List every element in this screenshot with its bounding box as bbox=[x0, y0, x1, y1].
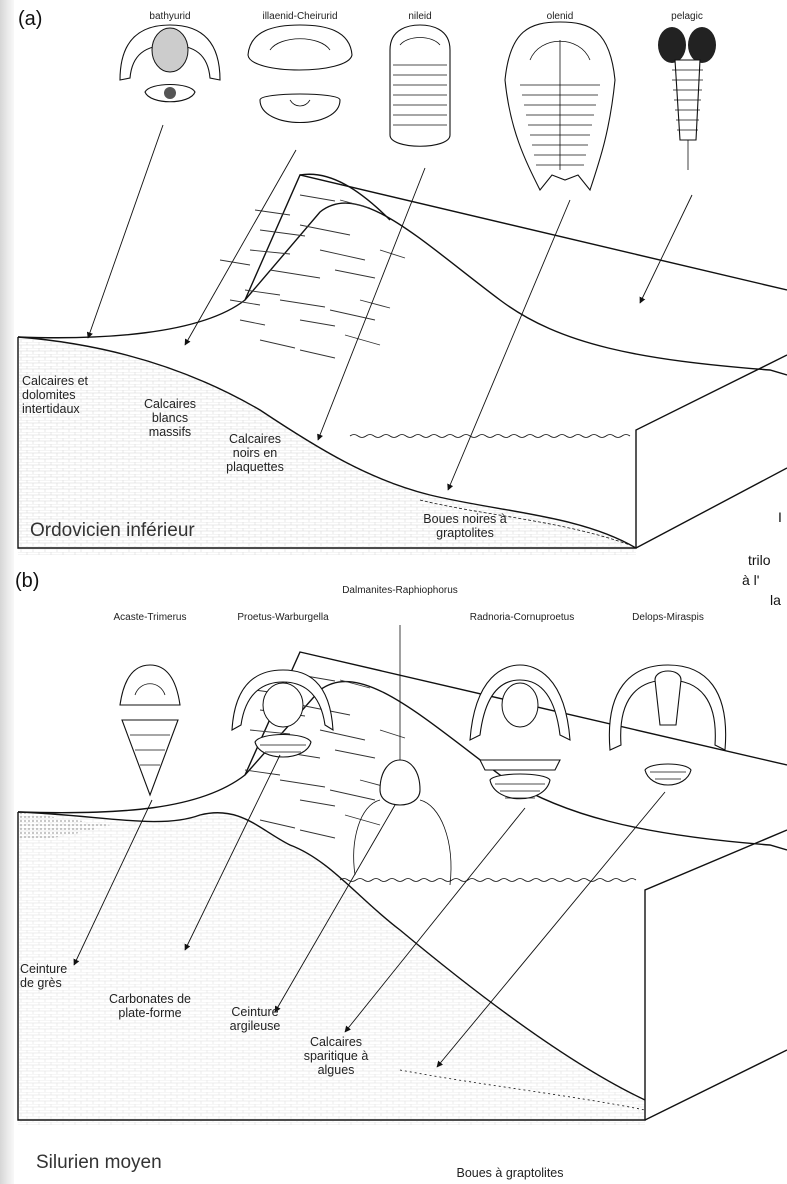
trilobite-bathyurid bbox=[120, 25, 220, 102]
taxon-label: bathyurid bbox=[149, 11, 190, 22]
trilobite-pelagic bbox=[658, 27, 716, 170]
trilobite-acaste-trimerus bbox=[120, 665, 180, 795]
taxon-label: Radnoria-Cornuproetus bbox=[470, 612, 575, 623]
trilobite-nileid bbox=[390, 25, 450, 146]
panel-b-label: (b) bbox=[15, 570, 39, 592]
taxon-label: Acaste-Trimerus bbox=[114, 612, 187, 623]
trilobite-olenid bbox=[505, 22, 615, 190]
facies-label: Calcairessparitique àalgues bbox=[304, 1035, 369, 1077]
facies-label: Calcairesblancsmassifs bbox=[144, 397, 196, 439]
taxon-label: Proetus-Warburgella bbox=[237, 612, 328, 623]
cut-off-text: I bbox=[778, 510, 782, 526]
trilobite-proetus-warburgella bbox=[232, 670, 333, 757]
facies-label: Carbonates deplate-forme bbox=[109, 992, 191, 1020]
cut-off-text: la bbox=[770, 593, 781, 609]
taxon-label: nileid bbox=[408, 11, 431, 22]
taxon-label: illaenid-Cheirurid bbox=[262, 11, 337, 22]
taxon-label: Dalmanites-Raphiophorus bbox=[342, 585, 458, 596]
period-label: Silurien moyen bbox=[36, 1152, 162, 1173]
facies-label: Calcaires etdolomitesintertidaux bbox=[22, 374, 88, 416]
trilobite-dalmanites-raphiophorus bbox=[354, 625, 451, 885]
facies-label: Ceintureargileuse bbox=[230, 1005, 281, 1033]
taxon-label: pelagic bbox=[671, 11, 703, 22]
trilobite-radnoria-cornuproetus bbox=[470, 665, 570, 799]
taxon-label: Delops-Miraspis bbox=[632, 612, 704, 623]
cut-off-text: à l' bbox=[742, 573, 759, 589]
facies-label: Boues noires àgraptolites bbox=[423, 512, 506, 540]
panel-a-label: (a) bbox=[18, 8, 42, 30]
trilobite-delops-miraspis bbox=[609, 665, 725, 785]
facies-label: Boues à graptolites bbox=[456, 1166, 563, 1180]
block-a bbox=[18, 174, 787, 555]
period-label: Ordovicien inférieur bbox=[30, 520, 195, 541]
facies-label: Ceinturede grès bbox=[20, 962, 67, 990]
facies-label: Calcairesnoirs enplaquettes bbox=[226, 432, 284, 474]
taxon-label: olenid bbox=[547, 11, 574, 22]
cut-off-text: trilo bbox=[748, 553, 771, 569]
trilobite-illaenid-cheirurid bbox=[248, 25, 352, 123]
